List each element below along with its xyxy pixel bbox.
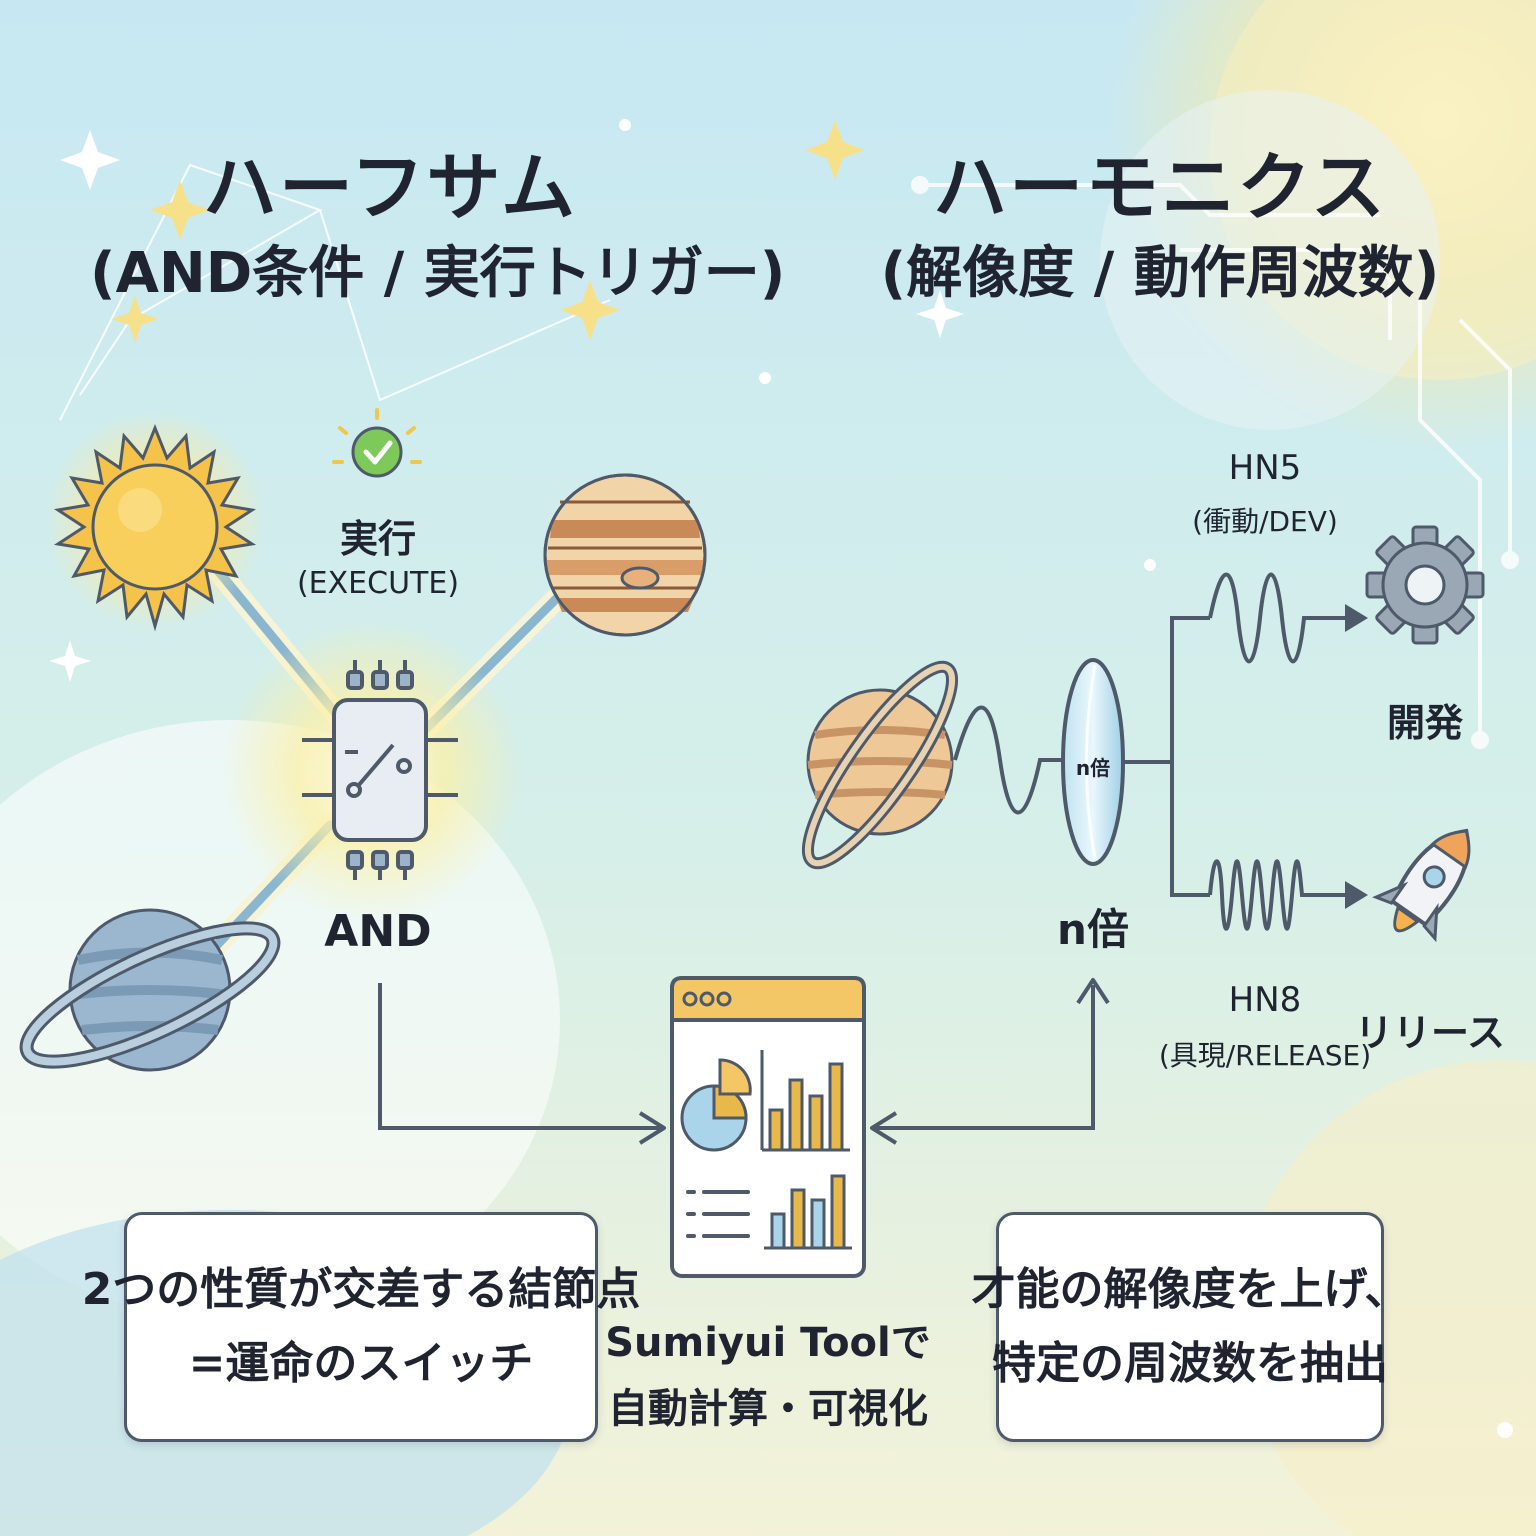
left-note-line1: 2つの性質が交差する結節点 xyxy=(81,1264,641,1315)
sparkles-gold xyxy=(111,120,865,343)
hn5-wave xyxy=(1208,572,1350,664)
right-note-line2: 特定の周波数を抽出 xyxy=(992,1338,1388,1389)
gear-icon xyxy=(1365,525,1485,645)
release-label: リリース xyxy=(1354,1011,1506,1055)
right-note-line1: 才能の解像度を上げ、 xyxy=(971,1264,1409,1315)
left-note-line2: =運命のスイッチ xyxy=(188,1338,534,1389)
tool-caption-line1: Sumiyui Toolで xyxy=(605,1320,931,1366)
left-note-box: 2つの性質が交差する結節点 =運命のスイッチ xyxy=(82,1212,640,1442)
and-gate-chip-icon xyxy=(222,620,522,920)
sun-icon xyxy=(45,410,265,632)
rocket-icon xyxy=(1372,828,1471,943)
sumiyui-tool-window-icon xyxy=(670,976,866,1278)
hn8-arrow xyxy=(1345,881,1368,909)
right-note-box: 才能の解像度を上げ、 特定の周波数を抽出 xyxy=(972,1212,1408,1442)
execute-sub-label: (EXECUTE) xyxy=(296,566,460,601)
flow-arrow-and-to-tool xyxy=(378,983,666,1145)
jupiter-icon xyxy=(543,473,707,637)
circuit-traces xyxy=(911,176,1519,749)
hn5-arrow xyxy=(1345,604,1368,632)
blue-planet-icon xyxy=(19,908,281,1072)
input-wave xyxy=(953,705,1068,815)
execute-label: 実行 xyxy=(339,517,416,561)
tool-caption: Sumiyui Toolで 自動計算・可視化 xyxy=(598,1310,938,1442)
flow-arrow-tool-to-lens xyxy=(870,978,1110,1145)
constellation-lines xyxy=(59,163,611,421)
hn8-label: HN8 xyxy=(1228,980,1302,1020)
dev-label: 開発 xyxy=(1386,701,1463,745)
left-subtitle: (AND条件 / 実行トリガー) xyxy=(90,241,786,306)
and-gate-label: AND xyxy=(324,906,432,957)
tool-caption-line2: 自動計算・可視化 xyxy=(608,1386,928,1432)
lens-inner-label: n倍 xyxy=(1075,756,1111,780)
background-moon xyxy=(1100,90,1440,430)
sparkles xyxy=(49,119,1513,1438)
hn5-label: HN5 xyxy=(1228,448,1302,488)
lens-label: n倍 xyxy=(1057,905,1129,954)
hn8-sub-label: (具現/RELEASE) xyxy=(1158,1039,1372,1072)
left-title: ハーフサム xyxy=(202,145,578,231)
right-subtitle: (解像度 / 動作周波数) xyxy=(880,241,1440,306)
check-icon xyxy=(332,408,422,478)
hn8-wave xyxy=(1208,859,1350,931)
branch-lines xyxy=(1123,616,1210,897)
right-title: ハーモニクス xyxy=(933,145,1387,231)
hn5-sub-label: (衝動/DEV) xyxy=(1192,505,1338,538)
saturn-icon xyxy=(801,660,959,870)
